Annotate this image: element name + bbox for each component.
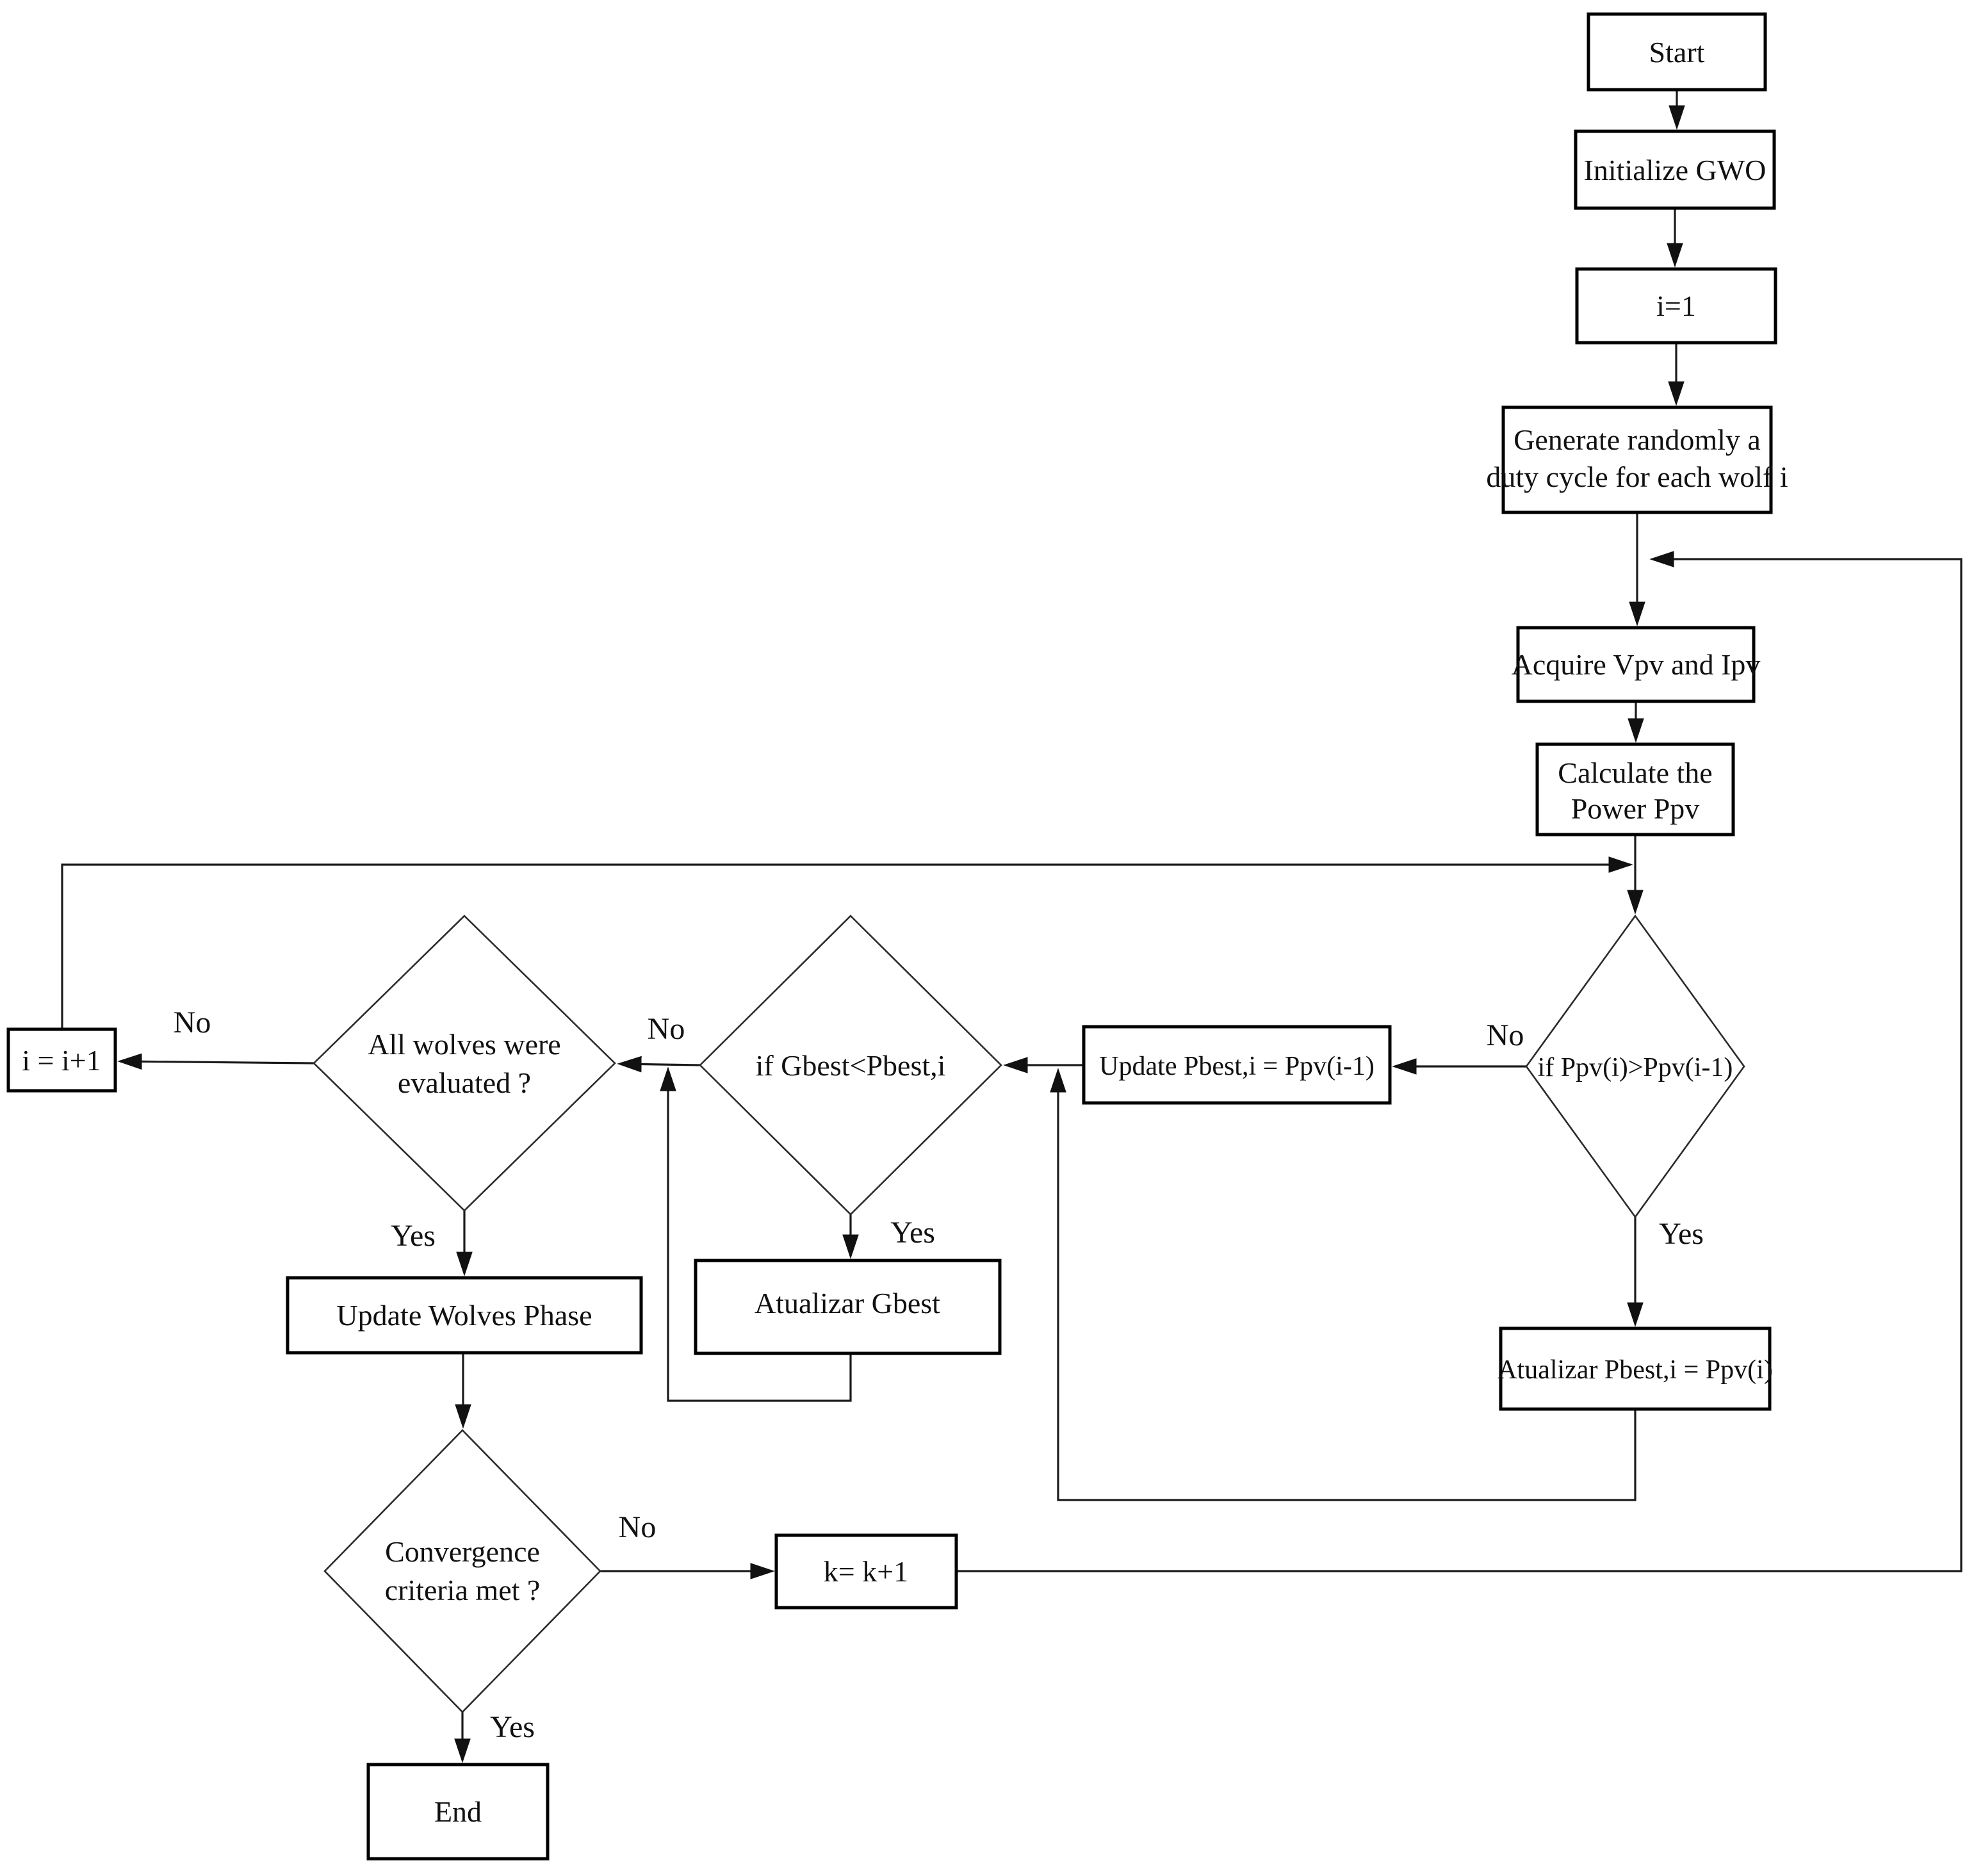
wolves-no-label: No <box>174 1006 211 1040</box>
edges <box>61 90 1963 1763</box>
node-acquire-vpv-ipv: Acquire Vpv and Ipv <box>1512 626 1761 703</box>
ppv-no-label: No <box>1487 1018 1524 1052</box>
acquire-vpv-ipv-box <box>1516 626 1756 703</box>
k-increment-label: k= k+1 <box>824 1555 908 1588</box>
node-end: End <box>366 1763 550 1861</box>
convergence-label-line2: criteria met ? <box>385 1574 541 1606</box>
i-equals-1-label: i=1 <box>1656 290 1696 322</box>
end-label: End <box>434 1795 482 1828</box>
node-initialize-gwo: Initialize GWO <box>1574 129 1776 210</box>
decision-ppv-compare: if Ppv(i)>Ppv(i-1) <box>1525 914 1745 1219</box>
edge-atualizargbest-loop-arrow <box>660 1066 852 1402</box>
node-generate-duty-cycle: Generate randomly a duty cycle for each … <box>1486 405 1788 514</box>
convergence-yes-label: Yes <box>490 1710 535 1744</box>
node-start: Start <box>1587 12 1767 92</box>
update-wolves-phase-label: Update Wolves Phase <box>336 1299 592 1332</box>
calculate-power-label-line1: Calculate the <box>1558 756 1712 789</box>
edge-gbest-no-arrow <box>617 1056 701 1073</box>
node-i-equals-1: i=1 <box>1575 267 1777 345</box>
atualizar-pbest-label: Atualizar Pbest,i = Ppv(i) <box>1497 1355 1773 1385</box>
node-calculate-power: Calculate the Power Ppv <box>1535 742 1735 836</box>
convergence-no-label: No <box>619 1510 657 1544</box>
gbest-compare-diamond <box>699 915 1002 1216</box>
generate-duty-cycle-box <box>1501 405 1773 514</box>
node-atualizar-gbest: Atualizar Gbest <box>694 1259 1002 1355</box>
decision-convergence: Convergence criteria met ? <box>323 1429 601 1713</box>
convergence-diamond <box>323 1429 601 1713</box>
node-i-increment: i = i+1 <box>6 1027 117 1093</box>
wolves-yes-label: Yes <box>391 1219 436 1253</box>
end-box <box>366 1763 550 1861</box>
decision-gbest-compare: if Gbest<Pbest,i <box>699 915 1002 1216</box>
acquire-vpv-ipv-label: Acquire Vpv and Ipv <box>1512 648 1761 681</box>
all-wolves-evaluated-label-line1: All wolves were <box>368 1028 560 1061</box>
update-pbest-box <box>1082 1025 1392 1105</box>
all-wolves-evaluated-label-line2: evaluated ? <box>398 1066 531 1099</box>
node-update-wolves-phase: Update Wolves Phase <box>286 1276 643 1355</box>
edge-k-loop-feedback-arrow <box>956 551 1963 1572</box>
node-k-increment: k= k+1 <box>774 1533 958 1610</box>
start-box <box>1587 12 1767 92</box>
node-update-pbest: Update Pbest,i = Ppv(i-1) <box>1082 1025 1392 1105</box>
atualizar-gbest-box <box>694 1259 1002 1355</box>
gbest-no-label: No <box>648 1012 685 1046</box>
ppv-compare-label: if Ppv(i)>Ppv(i-1) <box>1538 1053 1733 1082</box>
ppv-yes-label: Yes <box>1659 1217 1704 1251</box>
update-wolves-phase-box <box>286 1276 643 1355</box>
calculate-power-label-line2: Power Ppv <box>1571 792 1700 825</box>
atualizar-gbest-label: Atualizar Gbest <box>755 1287 940 1319</box>
edge-wolves-no-arrow <box>117 1053 314 1070</box>
node-atualizar-pbest: Atualizar Pbest,i = Ppv(i) <box>1497 1326 1773 1411</box>
calculate-power-box <box>1535 742 1735 836</box>
i-increment-label: i = i+1 <box>22 1044 101 1077</box>
update-pbest-label: Update Pbest,i = Ppv(i-1) <box>1099 1052 1375 1081</box>
start-label: Start <box>1649 36 1705 69</box>
k-increment-box <box>774 1533 958 1610</box>
generate-duty-cycle-label-line2: duty cycle for each wolf i <box>1486 461 1788 493</box>
gbest-compare-label: if Gbest<Pbest,i <box>756 1049 946 1082</box>
convergence-label-line1: Convergence <box>385 1535 540 1568</box>
initialize-gwo-box <box>1574 129 1776 210</box>
branch-labels: No Yes No Yes No Yes No Yes <box>174 1006 1704 1744</box>
i-increment-box <box>6 1027 117 1093</box>
initialize-gwo-label: Initialize GWO <box>1584 154 1767 186</box>
ppv-compare-diamond <box>1525 914 1745 1219</box>
atualizar-pbest-box <box>1499 1326 1772 1411</box>
i-equals-1-box <box>1575 267 1777 345</box>
all-wolves-evaluated-diamond <box>313 915 616 1212</box>
decision-all-wolves-evaluated: All wolves were evaluated ? <box>313 915 616 1212</box>
gbest-yes-label: Yes <box>890 1216 935 1250</box>
edge-atualizarpbest-loop-arrow <box>1050 1068 1636 1501</box>
generate-duty-cycle-label-line1: Generate randomly a <box>1514 423 1761 456</box>
edge-i-increment-return-arrow <box>61 856 1633 1029</box>
